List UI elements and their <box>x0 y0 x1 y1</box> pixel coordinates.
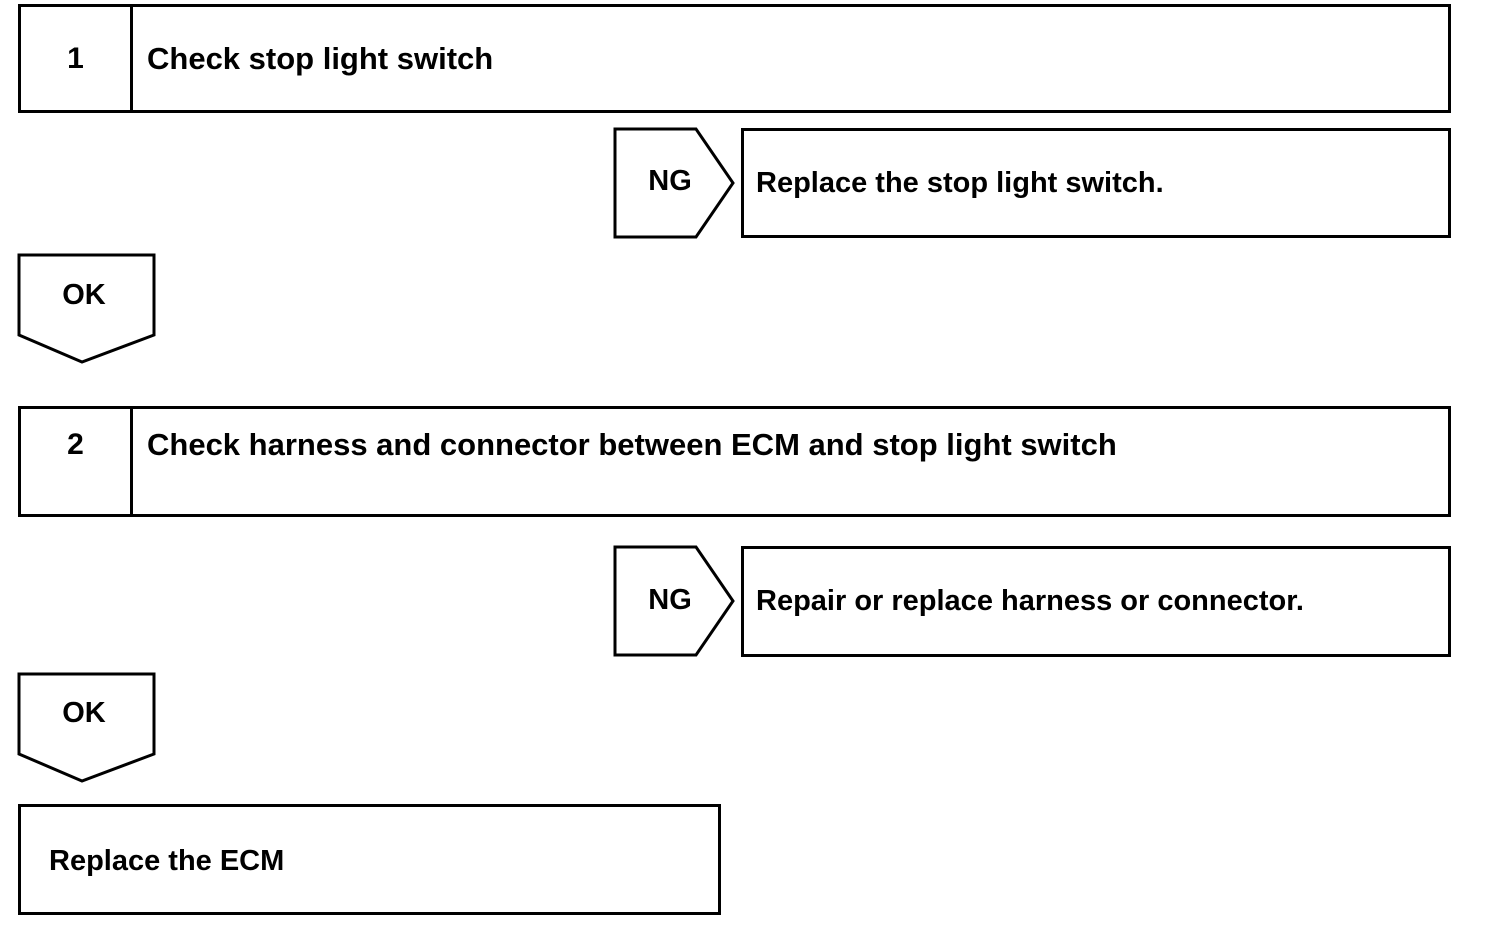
ng-label-1: NG <box>648 165 692 197</box>
step-1-title: Check stop light switch <box>147 41 494 76</box>
ok-arrow-2 <box>17 672 156 783</box>
step-1-box: 1 Check stop light switch <box>18 4 1451 113</box>
ng-arrow-2 <box>613 545 735 657</box>
ok-label-1: OK <box>62 279 106 311</box>
final-action-text: Replace the ECM <box>49 845 285 877</box>
ng-label-2: NG <box>648 584 692 616</box>
ng-action-1-box: Replace the stop light switch. <box>741 128 1451 238</box>
ng-arrow-1 <box>613 127 735 239</box>
ok-arrow-1 <box>17 253 156 364</box>
step-2-number: 2 <box>21 409 133 514</box>
ok-label-2: OK <box>62 697 106 729</box>
ng-action-2-box: Repair or replace harness or connector. <box>741 546 1451 657</box>
ng-action-1-text: Replace the stop light switch. <box>756 167 1164 199</box>
step-1-number: 1 <box>21 7 133 110</box>
step-2-title: Check harness and connector between ECM … <box>147 427 1117 462</box>
ng-action-2-text: Repair or replace harness or connector. <box>756 585 1304 617</box>
step-2-box: 2 Check harness and connector between EC… <box>18 406 1451 517</box>
final-action-box: Replace the ECM <box>18 804 721 915</box>
